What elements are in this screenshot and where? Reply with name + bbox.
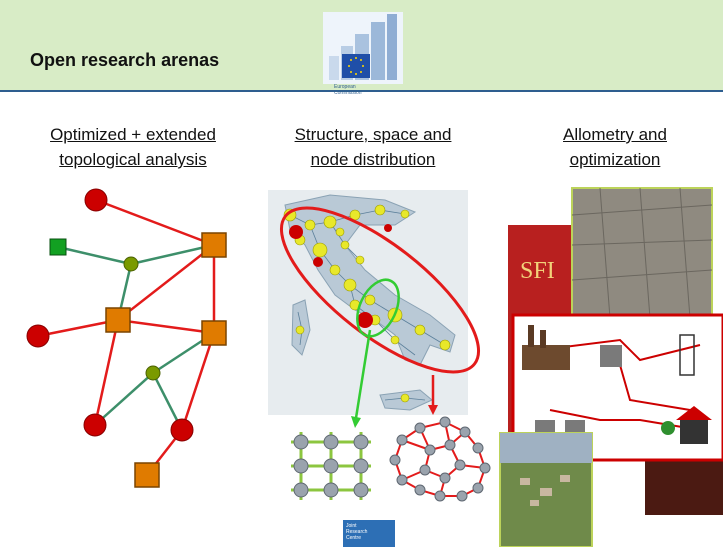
allometry-collage: SFI bbox=[499, 187, 723, 547]
network-graph bbox=[26, 188, 227, 488]
column-title-line2: node distribution bbox=[310, 150, 436, 169]
column-title-line1: Optimized + extended bbox=[50, 125, 216, 144]
header-divider bbox=[0, 90, 723, 92]
highlight-ellipse-green bbox=[356, 278, 400, 338]
european-commission-logo bbox=[323, 12, 403, 84]
lattice-grid bbox=[291, 432, 371, 500]
italy-network-map bbox=[268, 190, 481, 415]
jrc-logo: Joint Research Centre bbox=[343, 520, 395, 547]
network-nodes bbox=[26, 188, 227, 488]
logo-caption-line2: Commission bbox=[334, 90, 362, 96]
column-title-line2: optimization bbox=[569, 150, 661, 169]
column-title-line2: topological analysis bbox=[59, 150, 207, 169]
highlight-ellipse-red bbox=[279, 206, 481, 374]
jrc-line1: Joint bbox=[346, 523, 357, 529]
column-title-allometry: Allometry and optimization bbox=[530, 122, 700, 172]
slide-title: Open research arenas bbox=[30, 50, 220, 70]
logo-caption-line1: European bbox=[334, 84, 356, 90]
book-title: SFI bbox=[520, 258, 555, 284]
logo-caption: European Commission bbox=[334, 84, 362, 96]
column-title-line1: Allometry and bbox=[563, 125, 667, 144]
column-title-line1: Structure, space and bbox=[294, 125, 452, 144]
jrc-line2: Research bbox=[346, 529, 368, 535]
column-title-structure: Structure, space and node distribution bbox=[268, 122, 478, 172]
mesh-network bbox=[389, 416, 491, 502]
jrc-line3: Centre bbox=[346, 535, 362, 541]
column-title-topology: Optimized + extended topological analysi… bbox=[28, 122, 238, 172]
arrows bbox=[351, 329, 438, 428]
